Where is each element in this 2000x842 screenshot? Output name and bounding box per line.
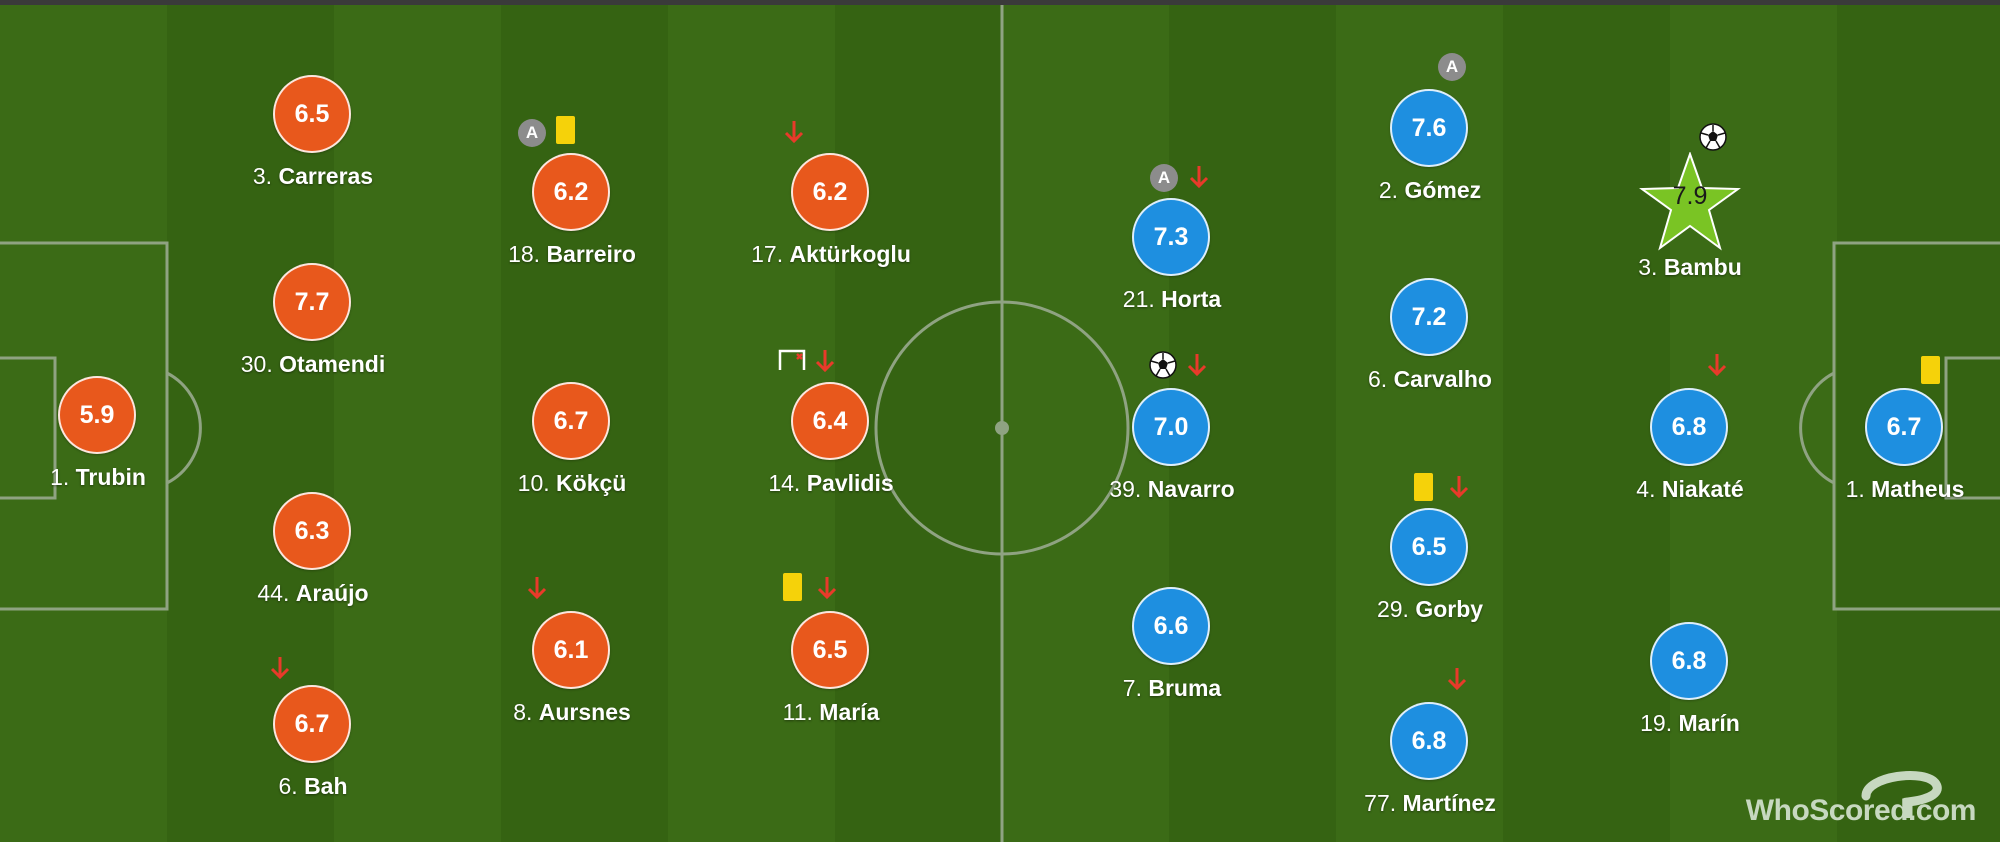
star-icon — [1639, 152, 1741, 251]
rating-badge: 6.2 — [532, 153, 610, 231]
rating-badge: 6.6 — [1132, 587, 1210, 665]
player-card[interactable]: 7.9 3. Bambu — [1570, 123, 1810, 302]
rating-badge: 6.8 — [1650, 388, 1728, 466]
rating-badge: 6.7 — [273, 685, 351, 763]
logo-mark-icon — [1861, 771, 1942, 818]
player-card[interactable]: A 7.6 2. Gómez — [1310, 53, 1550, 229]
sub-off-arrow-icon — [1189, 166, 1209, 189]
player-name: 39. Navarro — [1109, 476, 1235, 502]
player-name: 77. Martínez — [1364, 790, 1496, 816]
sub-off-arrow-icon — [270, 657, 290, 680]
rating-badge: 6.5 — [273, 75, 351, 153]
sub-off-arrow-icon — [527, 577, 547, 600]
sub-off-arrow-icon — [1707, 354, 1727, 377]
player-card[interactable]: A 7.3 21. Horta — [1052, 164, 1292, 338]
player-card[interactable]: 6.5 29. Gorby — [1310, 473, 1550, 648]
sub-off-arrow-icon — [817, 577, 837, 600]
sub-off-arrow-icon — [1187, 354, 1207, 377]
player-card[interactable]: A 6.2 18. Barreiro — [452, 116, 692, 293]
rating-badge: 6.8 — [1390, 702, 1468, 780]
sub-off-arrow-icon — [1447, 668, 1467, 691]
player-card[interactable]: 6.8 77. Martínez — [1310, 668, 1550, 842]
rating-badge: 6.7 — [1865, 388, 1943, 466]
rating-badge: 7.2 — [1390, 278, 1468, 356]
player-name: 3. Carreras — [252, 163, 374, 189]
player-name: 11. María — [782, 699, 880, 725]
rating-badge: 7.3 — [1132, 198, 1210, 276]
rating-badge: 6.3 — [273, 492, 351, 570]
player-name: 29. Gorby — [1376, 596, 1484, 622]
player-card[interactable]: 7.7 30. Otamendi — [193, 263, 433, 403]
player-name: 6. Bah — [278, 773, 348, 799]
sub-off-arrow-icon — [1449, 476, 1469, 499]
player-name: 17. Aktürkoglu — [751, 241, 911, 267]
rating-badge: 7.0 — [1132, 388, 1210, 466]
goal-ball-icon — [1699, 123, 1727, 151]
goal-ball-icon — [1149, 351, 1177, 379]
player-card[interactable]: 6.5 3. Carreras — [193, 75, 433, 215]
player-card[interactable]: 6.7 1. Matheus — [1785, 356, 2000, 528]
player-name: 30. Otamendi — [240, 351, 386, 377]
man-of-the-match-star: 7.9 — [1638, 152, 1742, 252]
rating-badge: 6.7 — [532, 382, 610, 460]
yellow-card-icon — [1414, 473, 1433, 501]
player-name: 21. Horta — [1122, 286, 1222, 312]
player-name: 7. Bruma — [1122, 675, 1222, 701]
whoscored-logo[interactable]: WhoScored.com — [1745, 766, 1977, 836]
player-card[interactable]: 6.7 10. Kökçü — [452, 382, 692, 522]
penalty-miss-icon — [778, 349, 806, 370]
player-name: 19. Marín — [1640, 710, 1740, 736]
player-name: 8. Aursnes — [513, 699, 631, 725]
player-card[interactable]: 6.5 11. María — [711, 573, 951, 751]
player-name: 6. Carvalho — [1367, 366, 1492, 392]
player-card[interactable]: 6.7 6. Bah — [193, 657, 433, 825]
player-card[interactable]: 6.2 17. Aktürkoglu — [711, 121, 951, 293]
player-card[interactable]: 7.0 39. Navarro — [1052, 351, 1292, 528]
player-card[interactable]: 6.6 7. Bruma — [1052, 587, 1292, 727]
yellow-card-icon — [783, 573, 802, 601]
player-name: 44. Araújo — [257, 580, 369, 606]
player-name: 3. Bambu — [1638, 254, 1742, 280]
player-card[interactable]: 6.1 8. Aursnes — [452, 577, 692, 751]
top-border — [0, 0, 2000, 5]
rating-badge: 6.5 — [791, 611, 869, 689]
rating-badge: 7.9 — [1672, 182, 1708, 210]
captain-icon: A — [518, 119, 546, 147]
logo-text: WhoScored.com — [1745, 794, 1977, 827]
player-card[interactable]: 5.9 1. Trubin — [0, 376, 218, 516]
rating-badge: 6.5 — [1390, 508, 1468, 586]
player-name: 14. Pavlidis — [768, 470, 894, 496]
player-card[interactable]: 6.4 14. Pavlidis — [711, 349, 951, 522]
yellow-card-icon — [556, 116, 575, 144]
player-card[interactable]: 6.3 44. Araújo — [193, 492, 433, 632]
pitch: 5.9 1. Trubin 6.5 3. Carreras 7.7 30. Ot… — [0, 5, 2000, 842]
player-name: 4. Niakaté — [1636, 476, 1744, 502]
player-name: 2. Gómez — [1378, 177, 1482, 203]
sub-off-arrow-icon — [784, 121, 804, 144]
player-name: 1. Matheus — [1845, 476, 1965, 502]
rating-badge: 7.6 — [1390, 89, 1468, 167]
rating-badge: 6.1 — [532, 611, 610, 689]
captain-icon: A — [1150, 164, 1178, 192]
rating-badge: 6.2 — [791, 153, 869, 231]
rating-badge: 5.9 — [58, 376, 136, 454]
pitch-markings — [0, 5, 2000, 842]
player-card[interactable]: 6.8 4. Niakaté — [1570, 354, 1810, 528]
rating-badge: 6.4 — [791, 382, 869, 460]
player-name: 1. Trubin — [50, 464, 146, 490]
player-name: 10. Kökçü — [517, 470, 627, 496]
captain-icon: A — [1438, 53, 1466, 81]
sub-off-arrow-icon — [815, 350, 835, 373]
player-name: 18. Barreiro — [508, 241, 636, 267]
rating-badge: 7.7 — [273, 263, 351, 341]
rating-badge: 6.8 — [1650, 622, 1728, 700]
yellow-card-icon — [1921, 356, 1940, 384]
player-card[interactable]: 6.8 19. Marín — [1570, 622, 1810, 762]
player-card[interactable]: 7.2 6. Carvalho — [1310, 278, 1550, 418]
